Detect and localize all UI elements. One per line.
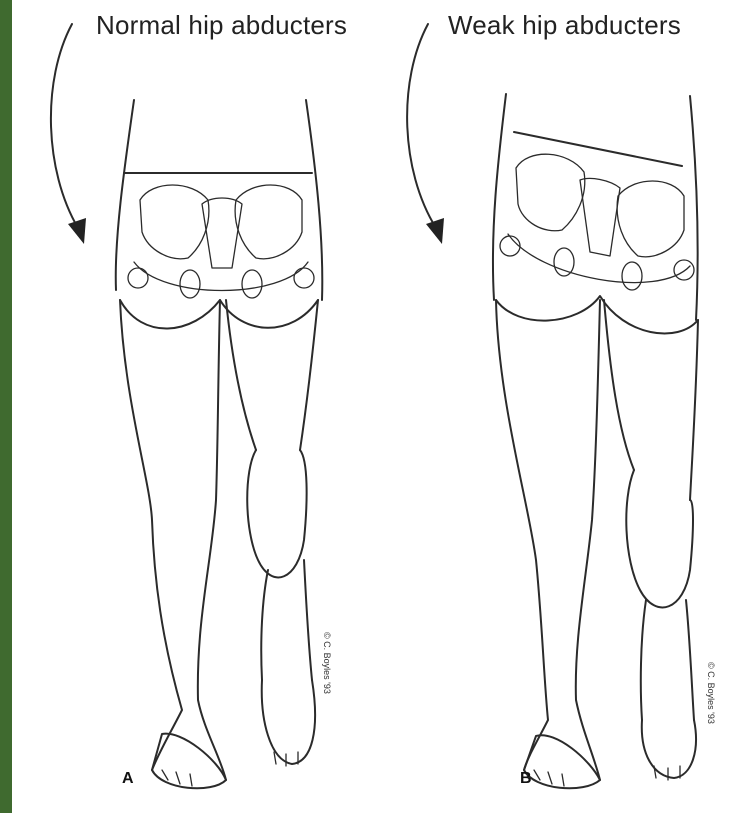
curved-arrow (407, 24, 436, 228)
left-obturator (554, 248, 574, 276)
figure-weak-hip (378, 0, 744, 813)
right-obturator (622, 262, 642, 290)
right-obturator (242, 270, 262, 298)
illustration-frame: Normal hip abducters (12, 0, 744, 813)
arrow-head (68, 218, 86, 244)
right-leg-outer (300, 300, 318, 450)
right-leg-outer (690, 320, 698, 500)
left-femoral-head (128, 268, 148, 288)
panel-letter: B (520, 770, 532, 788)
left-leg-outer (496, 300, 548, 770)
left-leg-inner (198, 300, 226, 780)
curved-arrow (51, 24, 78, 228)
pelvic-floor (134, 262, 308, 291)
sacrum (202, 198, 242, 268)
panel-weak: Weak hip abducters (378, 0, 744, 813)
right-femoral-head (674, 260, 694, 280)
left-foot (152, 734, 226, 789)
torso-left-outline (116, 100, 134, 290)
right-iliac-wing (617, 181, 684, 257)
pelvic-floor (508, 234, 690, 283)
right-femoral-head (294, 268, 314, 288)
left-obturator (180, 270, 200, 298)
right-leg-inner (604, 300, 634, 470)
arrow-head (426, 218, 444, 244)
pelvis-tilt-line (514, 132, 682, 166)
panel-normal: Normal hip abducters (12, 0, 378, 813)
left-leg-inner (576, 300, 600, 780)
right-calf (247, 450, 306, 577)
left-foot-toes (162, 770, 192, 786)
left-foot-toes (534, 770, 564, 786)
artist-credit: © C. Boyles '93 (322, 632, 332, 694)
left-leg-outer (120, 300, 182, 770)
left-iliac-wing (140, 185, 209, 259)
left-femoral-head (500, 236, 520, 256)
sacrum (580, 178, 620, 256)
left-iliac-wing (516, 154, 585, 231)
buttocks-outline (496, 296, 698, 334)
right-iliac-wing (235, 185, 302, 259)
right-ankle (641, 600, 694, 720)
right-leg-inner (226, 300, 256, 450)
right-sole (642, 720, 696, 778)
right-sole (262, 680, 315, 764)
torso-right-outline (306, 100, 322, 300)
right-calf (626, 470, 693, 607)
torso-left-outline (493, 94, 506, 300)
torso-right-outline (690, 96, 698, 320)
panel-letter: A (122, 770, 134, 788)
artist-credit: © C. Boyles '93 (706, 662, 716, 724)
right-ankle (261, 560, 312, 680)
